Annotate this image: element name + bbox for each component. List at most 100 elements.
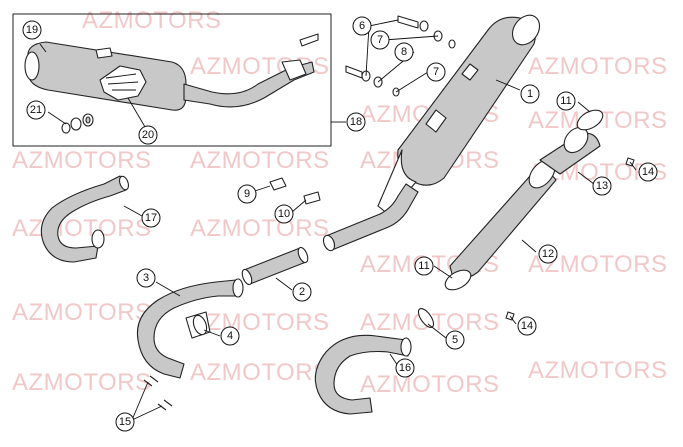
part-silencer-assembly bbox=[24, 33, 319, 111]
part-clamp-ring bbox=[444, 269, 472, 291]
part-link-pipe bbox=[322, 183, 419, 252]
callout-circle bbox=[538, 244, 558, 264]
callout-circle bbox=[237, 184, 257, 204]
callout-part-1: 1 bbox=[520, 84, 540, 104]
callout-part-19: 19 bbox=[22, 20, 42, 40]
callout-label: 12 bbox=[542, 248, 554, 260]
callout-label: 13 bbox=[596, 180, 608, 192]
watermark: AZMOTORS bbox=[190, 215, 330, 242]
callout-label: 6 bbox=[359, 20, 365, 32]
callout-label: 20 bbox=[142, 129, 154, 141]
callout-part-11: 11 bbox=[556, 91, 576, 111]
callout-label: 15 bbox=[119, 416, 131, 428]
watermark: AZMOTORS bbox=[82, 7, 222, 34]
callout-label: 17 bbox=[145, 212, 157, 224]
callout-circle bbox=[520, 84, 540, 104]
callout-circle bbox=[141, 208, 161, 228]
callout-part-16: 16 bbox=[395, 358, 415, 378]
watermark: AZMOTORS bbox=[12, 147, 152, 174]
callout-circle bbox=[638, 162, 658, 182]
callout-label: 3 bbox=[143, 272, 149, 284]
callout-part-7: 7 bbox=[426, 62, 446, 82]
part-silencer bbox=[377, 14, 541, 215]
watermark: AZMOTORS bbox=[190, 309, 330, 336]
part-clamp-ring bbox=[576, 109, 604, 131]
part-gasket-ring bbox=[192, 314, 208, 336]
watermark: AZMOTORS bbox=[12, 299, 152, 326]
part-silencer-outer-sleeve bbox=[539, 126, 601, 175]
callout-circle bbox=[592, 176, 612, 196]
callout-circle bbox=[445, 330, 465, 350]
watermark: AZMOTORS bbox=[528, 357, 668, 384]
callout-circle bbox=[517, 316, 537, 336]
callout-label: 14 bbox=[521, 320, 533, 332]
callout-part-20: 20 bbox=[138, 125, 158, 145]
callout-circle bbox=[138, 125, 158, 145]
callout-label: 1 bbox=[527, 88, 533, 100]
callout-circle bbox=[292, 282, 312, 302]
part-alt-header bbox=[40, 175, 130, 263]
callout-circle bbox=[352, 16, 372, 36]
callout-label: 2 bbox=[299, 286, 305, 298]
callout-part-10: 10 bbox=[274, 204, 294, 224]
callout-label: 7 bbox=[433, 66, 439, 78]
callout-part-7: 7 bbox=[370, 30, 390, 50]
callout-circle bbox=[22, 20, 42, 40]
callout-circle bbox=[394, 42, 414, 62]
leader-lines bbox=[39, 19, 637, 421]
watermark: AZMOTORS bbox=[12, 215, 152, 242]
callout-label: 4 bbox=[227, 330, 233, 342]
callout-part-6: 6 bbox=[352, 16, 372, 36]
callout-label: 21 bbox=[30, 104, 42, 116]
watermark: AZMOTORS bbox=[190, 359, 330, 386]
callout-part-9: 9 bbox=[237, 184, 257, 204]
callout-part-14: 14 bbox=[517, 316, 537, 336]
watermark: AZMOTORS bbox=[528, 53, 668, 80]
callout-label: 8 bbox=[401, 46, 407, 58]
callout-circle bbox=[556, 91, 576, 111]
callout-circle bbox=[414, 256, 434, 276]
callout-circle bbox=[395, 358, 415, 378]
part-bolts bbox=[269, 177, 321, 205]
callout-part-3: 3 bbox=[136, 268, 156, 288]
callout-circle bbox=[220, 326, 240, 346]
callout-part-13: 13 bbox=[592, 176, 612, 196]
part-alt-header-2 bbox=[314, 334, 412, 415]
callout-label: 11 bbox=[560, 95, 571, 107]
callout-label: 10 bbox=[278, 208, 290, 220]
callout-circle bbox=[370, 30, 390, 50]
inset-frame bbox=[12, 13, 332, 147]
callout-circle bbox=[115, 412, 135, 432]
part-washer-set bbox=[61, 113, 94, 134]
callout-label: 18 bbox=[350, 116, 362, 128]
callout-circle bbox=[136, 268, 156, 288]
callout-part-17: 17 bbox=[141, 208, 161, 228]
callout-part-8: 8 bbox=[394, 42, 414, 62]
callout-label: 14 bbox=[642, 166, 654, 178]
callout-label: 19 bbox=[26, 24, 38, 36]
callout-label: 9 bbox=[244, 188, 250, 200]
callout-part-18: 18 bbox=[346, 112, 366, 132]
callout-label: 11 bbox=[418, 260, 429, 272]
callout-label: 5 bbox=[452, 334, 458, 346]
callout-part-14: 14 bbox=[638, 162, 658, 182]
callout-circle bbox=[274, 204, 294, 224]
callout-circle bbox=[346, 112, 366, 132]
callout-part-4: 4 bbox=[220, 326, 240, 346]
callout-label: 7 bbox=[377, 34, 383, 46]
callout-circle bbox=[426, 62, 446, 82]
part-coupler-sleeve bbox=[241, 246, 309, 286]
watermark: AZMOTORS bbox=[360, 371, 500, 398]
callout-part-11: 11 bbox=[414, 256, 434, 276]
callout-part-2: 2 bbox=[292, 282, 312, 302]
callout-part-15: 15 bbox=[115, 412, 135, 432]
callout-part-5: 5 bbox=[445, 330, 465, 350]
watermark: AZMOTORS bbox=[12, 369, 152, 396]
watermark: AZMOTORS bbox=[190, 147, 330, 174]
callout-part-21: 21 bbox=[26, 100, 46, 120]
callout-circle bbox=[26, 100, 46, 120]
part-fasteners bbox=[345, 15, 456, 97]
callout-part-12: 12 bbox=[538, 244, 558, 264]
